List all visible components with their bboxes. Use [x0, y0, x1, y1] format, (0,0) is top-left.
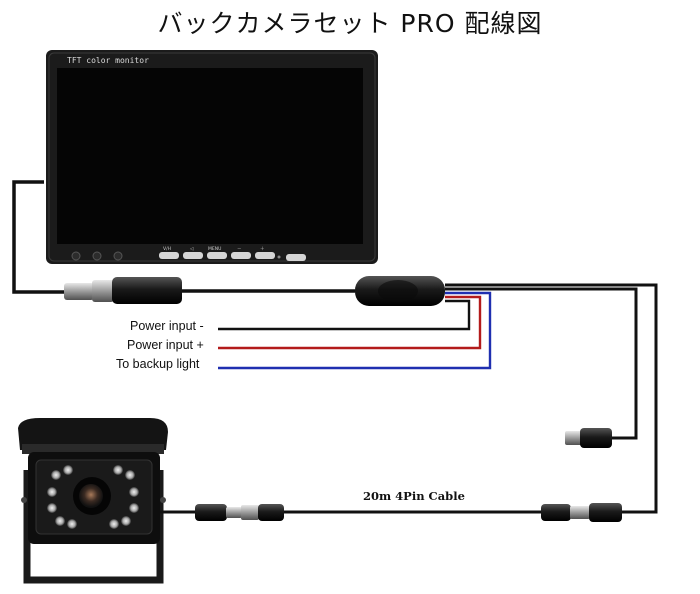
- monitor-button-plus[interactable]: [255, 252, 275, 259]
- wire-power-positive: [218, 295, 482, 350]
- monitor-brand-label: TFT color monitor: [67, 56, 149, 65]
- monitor-screen: [57, 68, 363, 244]
- monitor-connector: [64, 277, 182, 304]
- cable-label: 20m 4Pin Cable: [363, 489, 465, 503]
- wire-backup-light: [218, 291, 492, 370]
- camera-cable-feed: [445, 283, 658, 514]
- monitor-button-menu[interactable]: [207, 252, 227, 259]
- monitor-button-source[interactable]: [183, 252, 203, 259]
- camera-connector: [195, 504, 284, 521]
- monitor-button-vh[interactable]: [159, 252, 179, 259]
- monitor-button-label: －: [237, 247, 242, 252]
- spare-connector: [565, 428, 612, 448]
- wire-label-power-positive: Power input +: [127, 338, 204, 352]
- monitor: TFT color monitor V/H ◁ MENU － ＋: [46, 50, 378, 264]
- extension-connector: [541, 503, 622, 522]
- monitor-button[interactable]: [92, 251, 102, 261]
- monitor-button-label: MENU: [208, 246, 221, 252]
- wire-label-power-negative: Power input -: [130, 319, 204, 333]
- backup-camera: [18, 418, 168, 584]
- monitor-button-label: ◁: [190, 247, 194, 252]
- monitor-button[interactable]: [71, 251, 81, 261]
- diagram-title: バックカメラセット PRO 配線図: [157, 9, 543, 38]
- monitor-control-buttons: V/H ◁ MENU － ＋: [159, 246, 275, 259]
- monitor-button[interactable]: [113, 251, 123, 261]
- monitor-cable: [12, 180, 64, 294]
- wire-power-negative: [218, 299, 471, 331]
- spare-camera-feed: [445, 287, 638, 440]
- wire-label-backup-light: To backup light: [116, 357, 200, 371]
- power-led: [277, 255, 281, 259]
- monitor-button-power[interactable]: [286, 254, 306, 261]
- monitor-button-minus[interactable]: [231, 252, 251, 259]
- monitor-button-label: V/H: [163, 246, 171, 252]
- splitter-box: [355, 276, 445, 306]
- monitor-button-label: ＋: [260, 246, 265, 252]
